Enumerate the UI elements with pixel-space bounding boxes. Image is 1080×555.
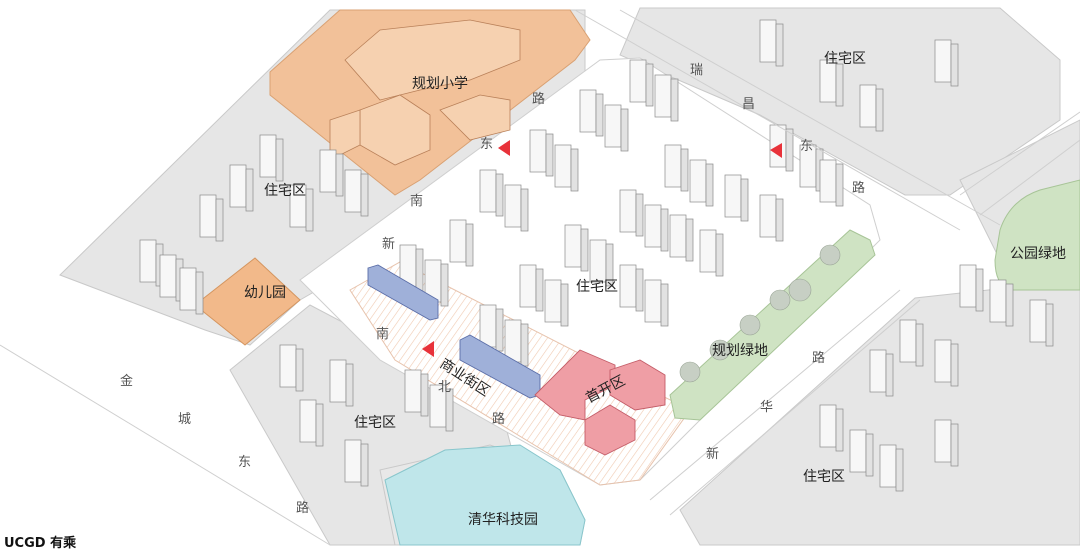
svg-text:南: 南 — [376, 326, 389, 342]
road-label-xinhua: 新 华 路 — [706, 350, 825, 462]
residential-center-label: 住宅区 — [576, 279, 618, 295]
credit-watermark: UCGD 有乘 — [4, 536, 77, 551]
green-belt-label: 规划绿地 — [712, 343, 768, 359]
park-zone — [994, 179, 1080, 291]
svg-text:路: 路 — [852, 180, 865, 196]
svg-text:瑞: 瑞 — [690, 63, 703, 78]
residential-southeast-label: 住宅区 — [803, 469, 845, 485]
svg-text:路: 路 — [296, 500, 309, 516]
svg-text:路: 路 — [532, 91, 545, 107]
svg-text:路: 路 — [492, 411, 505, 427]
svg-text:城: 城 — [178, 412, 191, 427]
svg-text:东: 东 — [480, 137, 493, 152]
svg-text:路: 路 — [812, 350, 825, 366]
park-label: 公园绿地 — [1010, 246, 1066, 262]
residential-southwest-label: 住宅区 — [354, 415, 396, 431]
kindergarten-label: 幼儿园 — [244, 285, 286, 301]
residential-north-label: 住宅区 — [824, 51, 866, 67]
svg-text:东: 东 — [238, 455, 251, 470]
svg-text:金: 金 — [120, 373, 133, 389]
road-label-xinnan: 新 南 东 路 — [382, 91, 545, 252]
entrance-arrow-icons — [422, 140, 782, 357]
school-buildings — [329, 19, 521, 166]
green-belt-zone — [669, 229, 876, 421]
road-label-nanbei: 南 北 路 — [376, 326, 505, 427]
commercial-buildings — [367, 264, 541, 399]
svg-text:南: 南 — [410, 193, 423, 209]
svg-text:昌: 昌 — [742, 97, 755, 112]
tree-icons — [679, 244, 841, 383]
tech-park-label: 清华科技园 — [468, 512, 538, 528]
road-label-northeast: 瑞 昌 东 路 — [690, 63, 865, 196]
svg-text:北: 北 — [438, 380, 451, 395]
svg-text:新: 新 — [706, 446, 719, 462]
first-phase-buildings — [534, 349, 666, 456]
tech-park-zone — [384, 444, 586, 546]
residential-west-label: 住宅区 — [264, 183, 306, 199]
roads — [0, 9, 1080, 546]
svg-text:华: 华 — [760, 400, 773, 415]
school-label: 规划小学 — [412, 76, 468, 92]
road-label-jincheng: 金 城 东 路 — [120, 373, 309, 516]
kindergarten-zone — [194, 257, 301, 346]
svg-text:新: 新 — [382, 236, 395, 252]
svg-text:东: 东 — [800, 139, 813, 154]
